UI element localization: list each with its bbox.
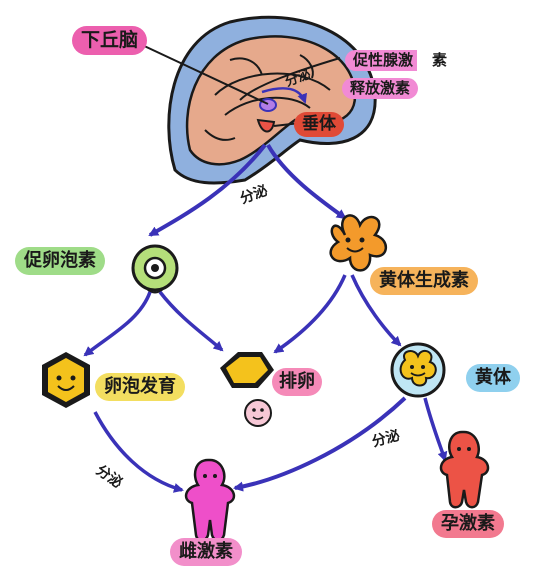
follicle-hexagon-icon bbox=[42, 352, 90, 408]
arrow-corpus-estrogen bbox=[233, 396, 407, 492]
fsh-label: 促卵泡素 bbox=[15, 247, 105, 275]
gnrh-label-line1-end: 素 bbox=[432, 51, 448, 69]
arrow-pituitary-lh bbox=[266, 144, 347, 220]
arrow-secrete-gnrh bbox=[261, 87, 308, 104]
gnrh-label-line1: 促性腺激 bbox=[345, 50, 418, 71]
ovulation-hexagon-icon bbox=[220, 352, 274, 388]
corpus-luteum-label: 黄体 bbox=[466, 364, 520, 392]
arrow-follicle-estrogen bbox=[93, 411, 184, 493]
corpus-luteum-icon bbox=[390, 342, 446, 398]
progesterone-label: 孕激素 bbox=[432, 510, 504, 538]
estrogen-figure-icon bbox=[184, 458, 236, 542]
arrow-fsh-ovulation bbox=[158, 290, 224, 352]
brain-illustration bbox=[167, 15, 377, 185]
ovulation-label: 排卵 bbox=[272, 368, 322, 396]
pituitary-label: 垂体 bbox=[294, 112, 344, 137]
arrow-lh-ovulation bbox=[273, 274, 347, 354]
arrow-corpus-progesterone bbox=[423, 397, 448, 462]
follicle-development-label: 卵泡发育 bbox=[95, 373, 185, 401]
lh-label: 黄体生成素 bbox=[370, 267, 478, 295]
progesterone-figure-icon bbox=[439, 430, 490, 509]
estrogen-label: 雌激素 bbox=[170, 538, 242, 566]
arrow-lh-corpus bbox=[350, 274, 402, 347]
lh-flower-icon bbox=[329, 214, 387, 272]
arrow-pituitary-fsh bbox=[148, 143, 267, 237]
arrow-fsh-follicle bbox=[83, 291, 152, 357]
hypothalamus-label: 下丘脑 bbox=[72, 26, 148, 55]
fsh-cell-icon bbox=[131, 244, 179, 294]
gnrh-label-line2: 释放激素 bbox=[342, 78, 419, 99]
egg-icon bbox=[244, 399, 272, 427]
pituitary-gland bbox=[256, 118, 276, 133]
